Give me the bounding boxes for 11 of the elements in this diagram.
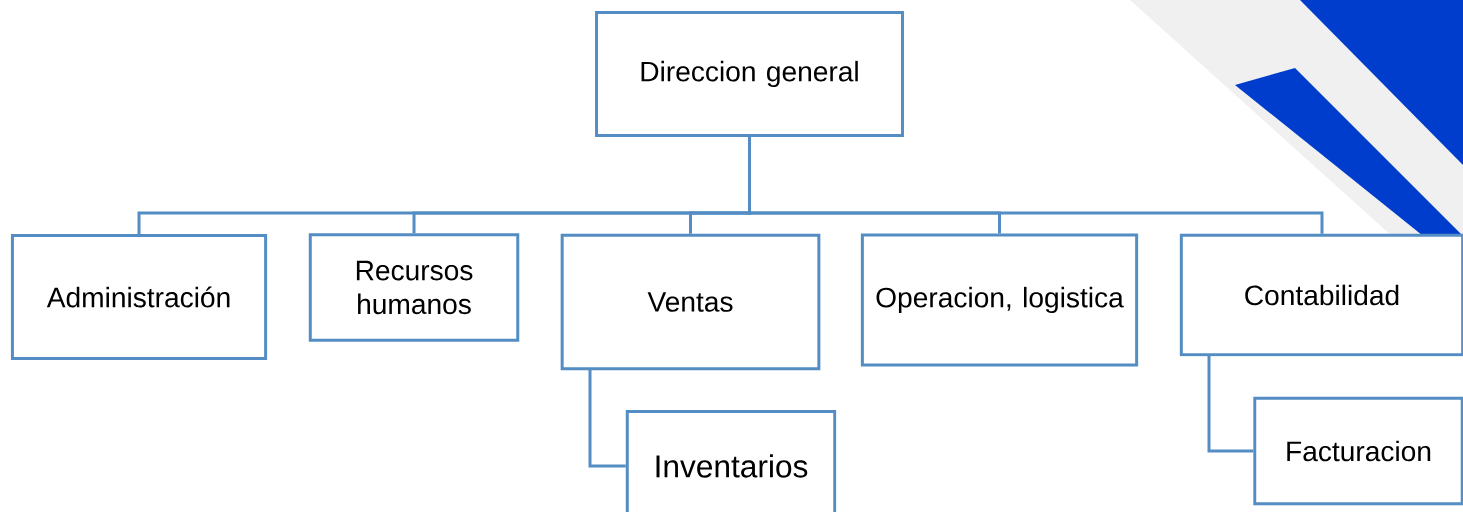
connector-line: [588, 369, 626, 468]
org-box: Administración: [10, 233, 268, 361]
org-box: Contabilidad: [1179, 233, 1463, 357]
org-box: Operacion, logistica: [860, 233, 1139, 367]
org-box: Recursos humanos: [308, 233, 520, 342]
org-box: Inventarios: [625, 410, 837, 512]
org-box: Ventas: [560, 233, 821, 371]
org-box: Facturacion: [1253, 396, 1463, 506]
connector-line: [748, 137, 1324, 234]
org-box: Direccion general: [595, 10, 904, 138]
connector-line: [1207, 355, 1254, 453]
